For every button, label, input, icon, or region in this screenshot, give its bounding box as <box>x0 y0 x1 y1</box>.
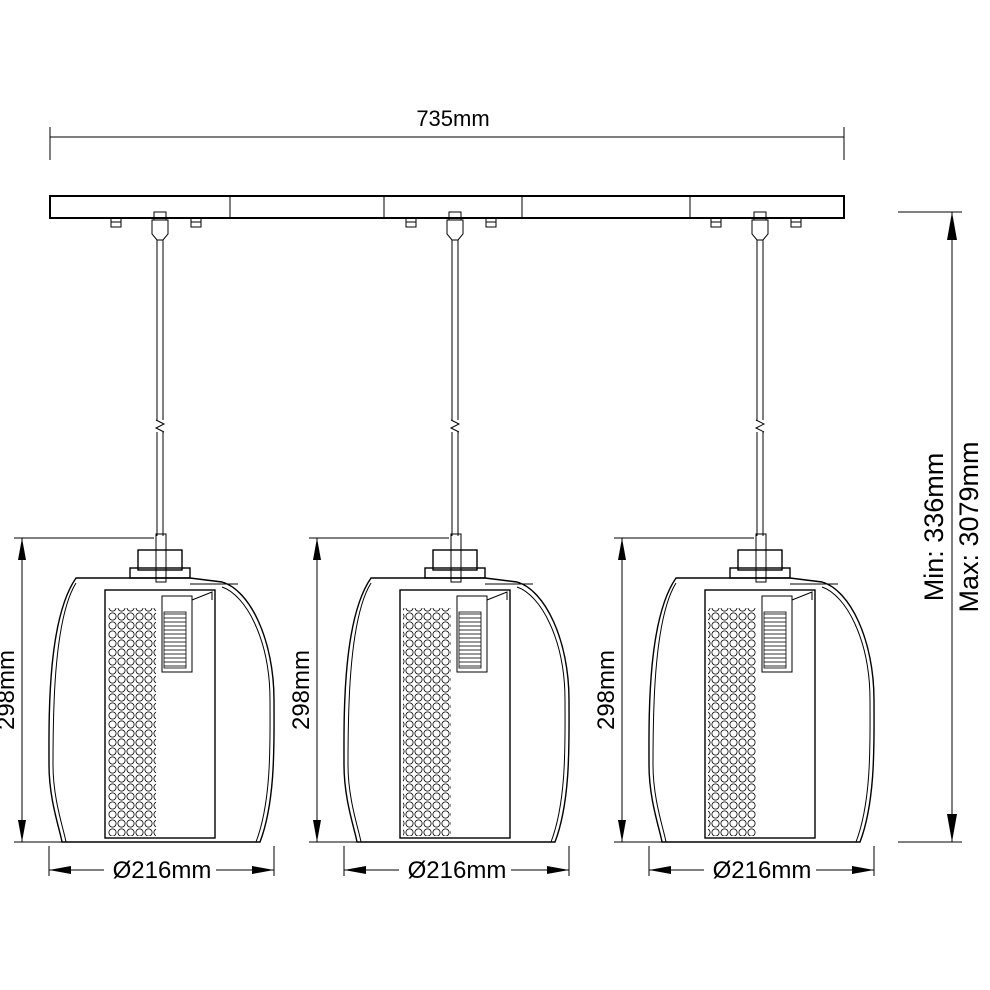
glass-shade <box>648 577 875 843</box>
lamp-holder-cap <box>137 549 183 571</box>
shade-diameter-arrow-left <box>49 866 71 874</box>
glass-shade-inner <box>821 586 871 843</box>
shade-height-arrow-down <box>18 820 26 842</box>
shade-height-arrow-up <box>18 538 26 560</box>
shade-diameter-label: Ø216mm <box>408 857 507 884</box>
bracket <box>486 591 508 601</box>
shade-diameter-arrow-left <box>649 866 671 874</box>
shade-diameter-arrow-right <box>852 866 874 874</box>
arrow-up <box>947 212 957 240</box>
inner-cylinder <box>104 589 216 839</box>
shade-diameter-arrow-right <box>547 866 569 874</box>
width-dimension: 735mm <box>49 106 845 160</box>
shade-height-arrow-down <box>618 820 626 842</box>
cord-grip <box>155 533 167 583</box>
cord-grip <box>450 533 462 583</box>
cable-break <box>154 419 166 433</box>
diameter-label-bg <box>399 856 511 884</box>
height-min-label: Min: 336mm <box>919 453 949 602</box>
lamp-holder-cap <box>432 549 478 571</box>
bulb-housing <box>761 595 793 673</box>
shade-height-label: 298mm <box>288 650 315 730</box>
lamp-holder-cap <box>737 549 783 571</box>
glass-shade-inner <box>221 586 271 843</box>
glass-shade-inner <box>347 582 372 843</box>
glass-shade-inner <box>516 586 566 843</box>
cord-grip <box>755 533 767 583</box>
shade-diameter-arrow-left <box>344 866 366 874</box>
diameter-label-bg <box>704 856 816 884</box>
arrow-down <box>947 814 957 842</box>
bulb-filament <box>163 611 187 669</box>
canopy-rect <box>49 195 845 219</box>
bracket <box>191 591 213 601</box>
inner-cylinder <box>704 589 816 839</box>
shade-height-label: 298mm <box>593 650 620 730</box>
glass-shade <box>48 577 275 843</box>
bracket <box>791 591 813 601</box>
cable-gland-body <box>151 219 169 241</box>
cable-gland-body <box>751 219 769 241</box>
glass-shade-inner <box>652 582 677 843</box>
glass-shade <box>343 577 570 843</box>
bulb-housing <box>456 595 488 673</box>
cable-break <box>754 419 766 433</box>
glass-shade-inner <box>52 582 77 843</box>
bulb-filament <box>763 611 787 669</box>
shade-height-label: 298mm <box>0 650 20 730</box>
shade-height-arrow-up <box>313 538 321 560</box>
shade-height-arrow-down <box>313 820 321 842</box>
canopy-bar <box>49 195 845 219</box>
diameter-label-bg <box>104 856 216 884</box>
inner-cylinder <box>399 589 511 839</box>
bulb-housing <box>161 595 193 673</box>
width-label: 735mm <box>416 106 489 131</box>
shade-diameter-label: Ø216mm <box>713 857 812 884</box>
bulb-filament <box>458 611 482 669</box>
perforated-mesh <box>108 608 156 836</box>
cable-break <box>449 419 461 433</box>
height-max-label: Max: 3079mm <box>954 441 984 612</box>
shade-height-arrow-up <box>618 538 626 560</box>
perforated-mesh <box>708 608 756 836</box>
shade-diameter-label: Ø216mm <box>113 857 212 884</box>
height-dimension: Min: 336mm Max: 3079mm <box>898 211 984 843</box>
cable-gland-body <box>446 219 464 241</box>
shade-diameter-arrow-right <box>252 866 274 874</box>
perforated-mesh <box>403 608 451 836</box>
